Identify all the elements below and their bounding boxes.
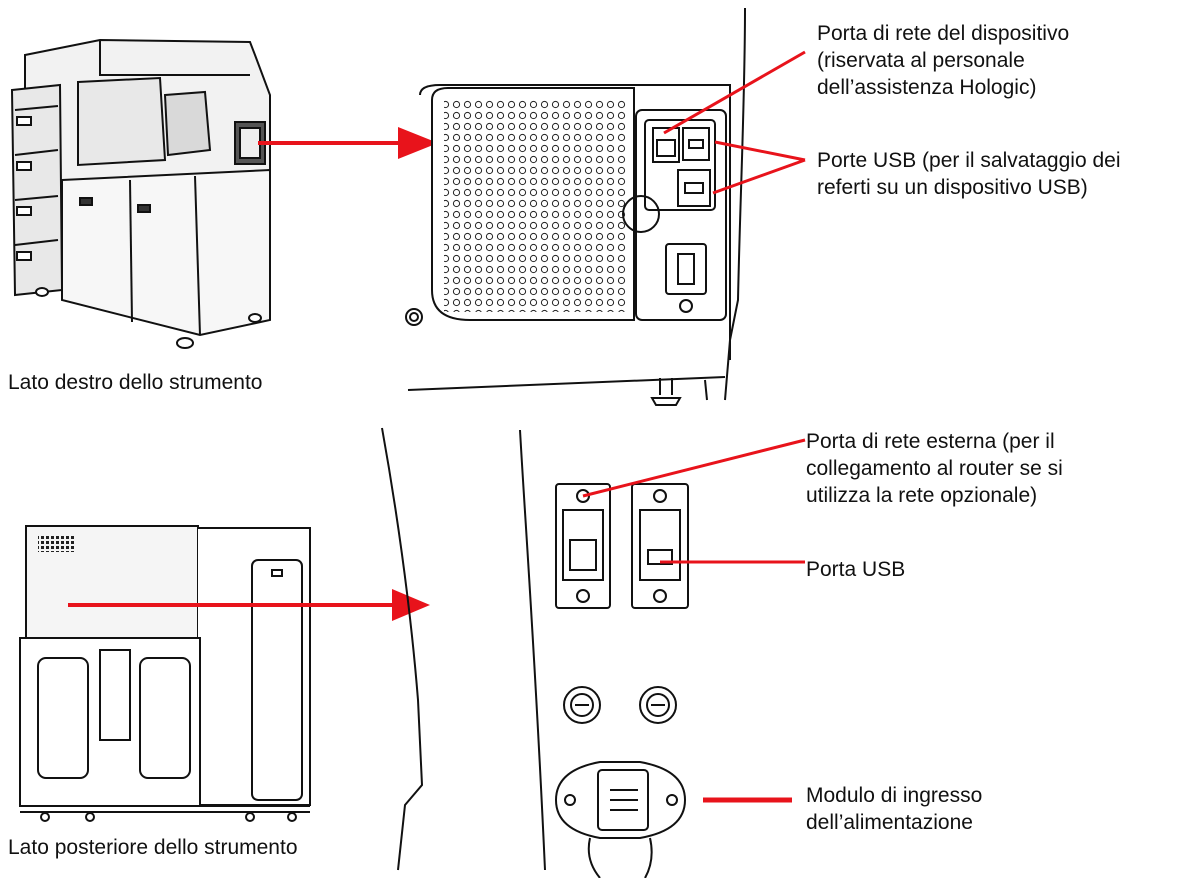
label-line: utilizza la rete opzionale): [806, 484, 1038, 507]
label-usb-port: Porta USB: [806, 556, 905, 583]
caption-rear-side: Lato posteriore dello strumento: [8, 836, 298, 859]
instrument-rear-view: [19, 525, 311, 822]
label-line: Porta di rete del dispositivo: [817, 22, 1070, 45]
instrument-right-view: [10, 38, 271, 349]
rear-panel-detail: [381, 427, 689, 878]
label-usb-ports: Porte USB (per il salvataggio dei refert…: [817, 147, 1121, 201]
label-line: referti su un dispositivo USB): [817, 176, 1088, 199]
callout-lines-top: [663, 50, 806, 195]
callout-arrow-right-side: [258, 127, 438, 159]
label-power-inlet: Modulo di ingresso dell’alimentazione: [806, 782, 982, 836]
label-line: Porte USB (per il salvataggio dei: [817, 149, 1121, 172]
callout-lines-bottom: [582, 438, 806, 803]
label-line: Porta di rete esterna (per il: [806, 430, 1055, 453]
label-line: Modulo di ingresso: [806, 784, 983, 807]
label-device-network-port: Porta di rete del dispositivo (riservata…: [817, 20, 1069, 101]
right-panel-detail: [405, 7, 746, 406]
label-line: dell’alimentazione: [806, 811, 973, 834]
caption-right-side: Lato destro dello strumento: [8, 371, 263, 394]
label-line: collegamento al router se si: [806, 457, 1063, 480]
label-external-network-port: Porta di rete esterna (per il collegamen…: [806, 428, 1063, 509]
label-line: dell’assistenza Hologic): [817, 76, 1037, 99]
label-line: Porta USB: [806, 558, 906, 581]
label-line: (riservata al personale: [817, 49, 1025, 72]
callout-arrow-rear-side: [68, 589, 430, 621]
